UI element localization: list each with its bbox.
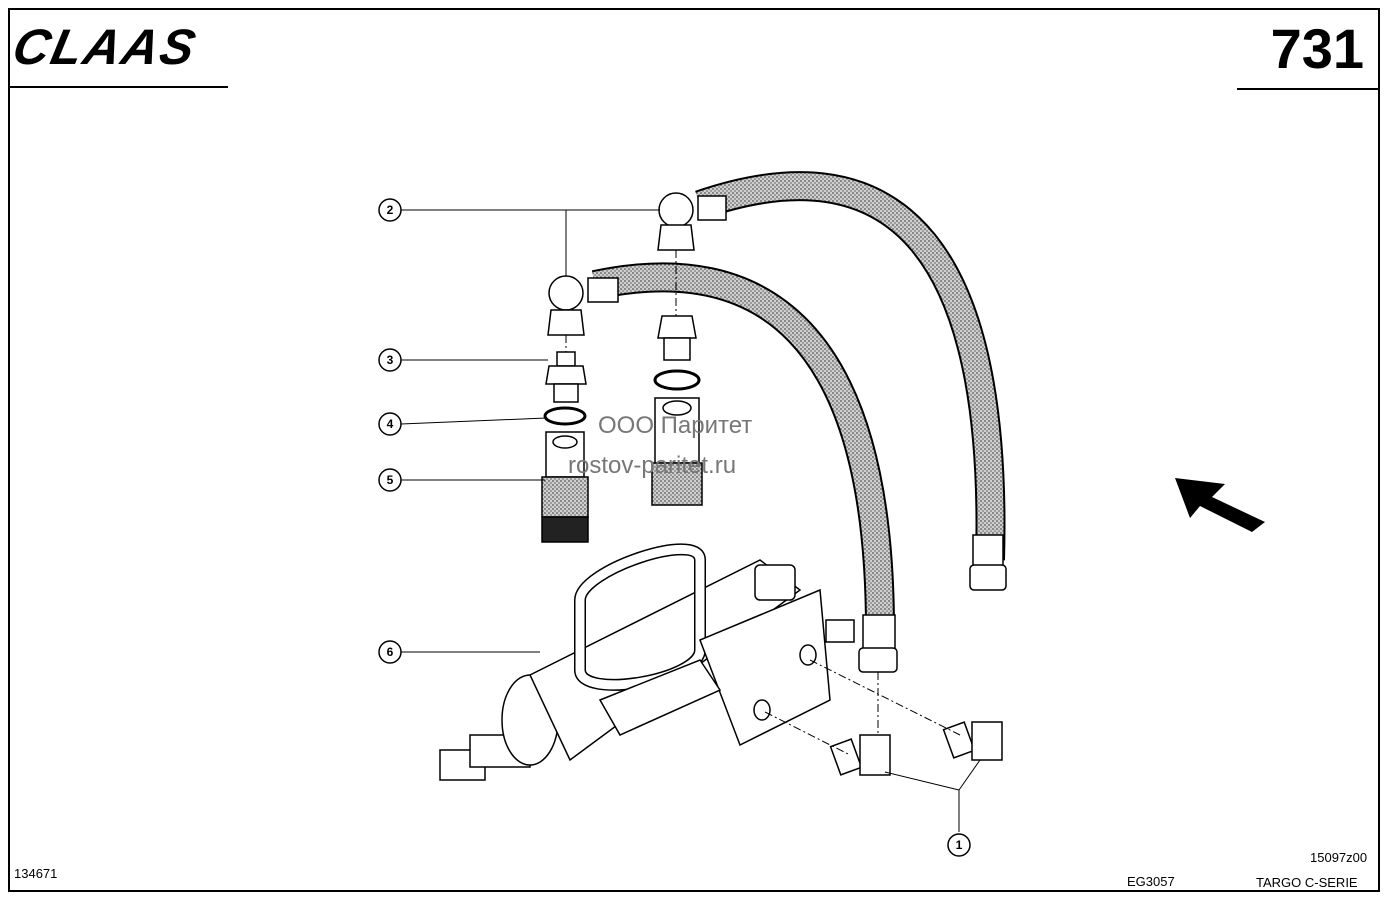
footer-model: TARGO C-SERIE (1256, 875, 1358, 890)
adapter-nipple-right (657, 315, 697, 361)
svg-text:4: 4 (387, 417, 394, 431)
callout-3: 3 (378, 348, 402, 372)
svg-text:2: 2 (387, 203, 394, 217)
svg-text:6: 6 (387, 645, 394, 659)
banjo-fitting-lower (547, 275, 619, 336)
hose-inner (591, 262, 898, 673)
logo-underline (8, 86, 228, 88)
callout-6: 6 (378, 640, 402, 664)
callout-2: 2 (378, 198, 402, 222)
grease-elbow-right (942, 721, 1003, 761)
footer-center-code: EG3057 (1127, 874, 1175, 889)
drawing-frame (8, 8, 1380, 892)
adapter-nipple-left (545, 351, 587, 403)
banjo-fitting-upper (657, 192, 727, 251)
footer-right-code: 15097z00 (1310, 850, 1368, 865)
page-number: 731 (1270, 17, 1364, 80)
leader-lines (400, 209, 981, 832)
watermark-company: ООО Паритет (598, 412, 753, 439)
cylinder-valve-assembly (439, 543, 855, 781)
quick-coupling-right (651, 397, 703, 506)
quick-coupling-left (541, 431, 589, 543)
svg-text:1: 1 (956, 838, 963, 852)
svg-text:5: 5 (387, 473, 394, 487)
watermark-url: rostov-paritet.ru (568, 452, 737, 479)
page-number-underline (1237, 88, 1380, 90)
callout-4: 4 (378, 412, 402, 436)
seal-ring-right (653, 369, 701, 391)
footer-left-code: 134671 (14, 866, 58, 881)
seal-ring-left (543, 406, 587, 426)
grease-elbow-left (829, 734, 891, 776)
hose-outer (695, 171, 1007, 591)
svg-text:3: 3 (387, 353, 394, 367)
callout-1: 1 (947, 833, 971, 857)
assembly-lines (565, 250, 961, 756)
direction-arrow-icon (1175, 478, 1265, 532)
callout-5: 5 (378, 468, 402, 492)
